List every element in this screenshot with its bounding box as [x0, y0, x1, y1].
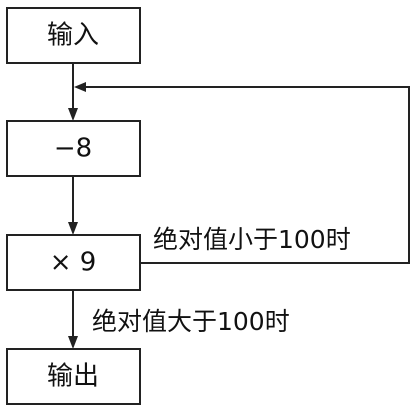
arrow-multiply-to-output — [68, 290, 78, 349]
subtract-label: −8 — [54, 134, 92, 164]
output-box: 输出 — [6, 348, 141, 405]
arrow-subtract-to-multiply — [68, 176, 78, 235]
multiply-label: × 9 — [50, 248, 97, 278]
loop-condition-label: 绝对值小于100时 — [153, 225, 351, 254]
arrow-loop-back — [74, 82, 410, 264]
input-box: 输入 — [6, 7, 141, 64]
subtract-box: −8 — [6, 120, 141, 177]
exit-condition-label: 绝对值大于100时 — [92, 307, 290, 336]
arrow-input-to-subtract — [68, 63, 78, 121]
input-label: 输入 — [47, 21, 99, 51]
output-label: 输出 — [47, 362, 99, 392]
multiply-box: × 9 — [6, 234, 141, 291]
